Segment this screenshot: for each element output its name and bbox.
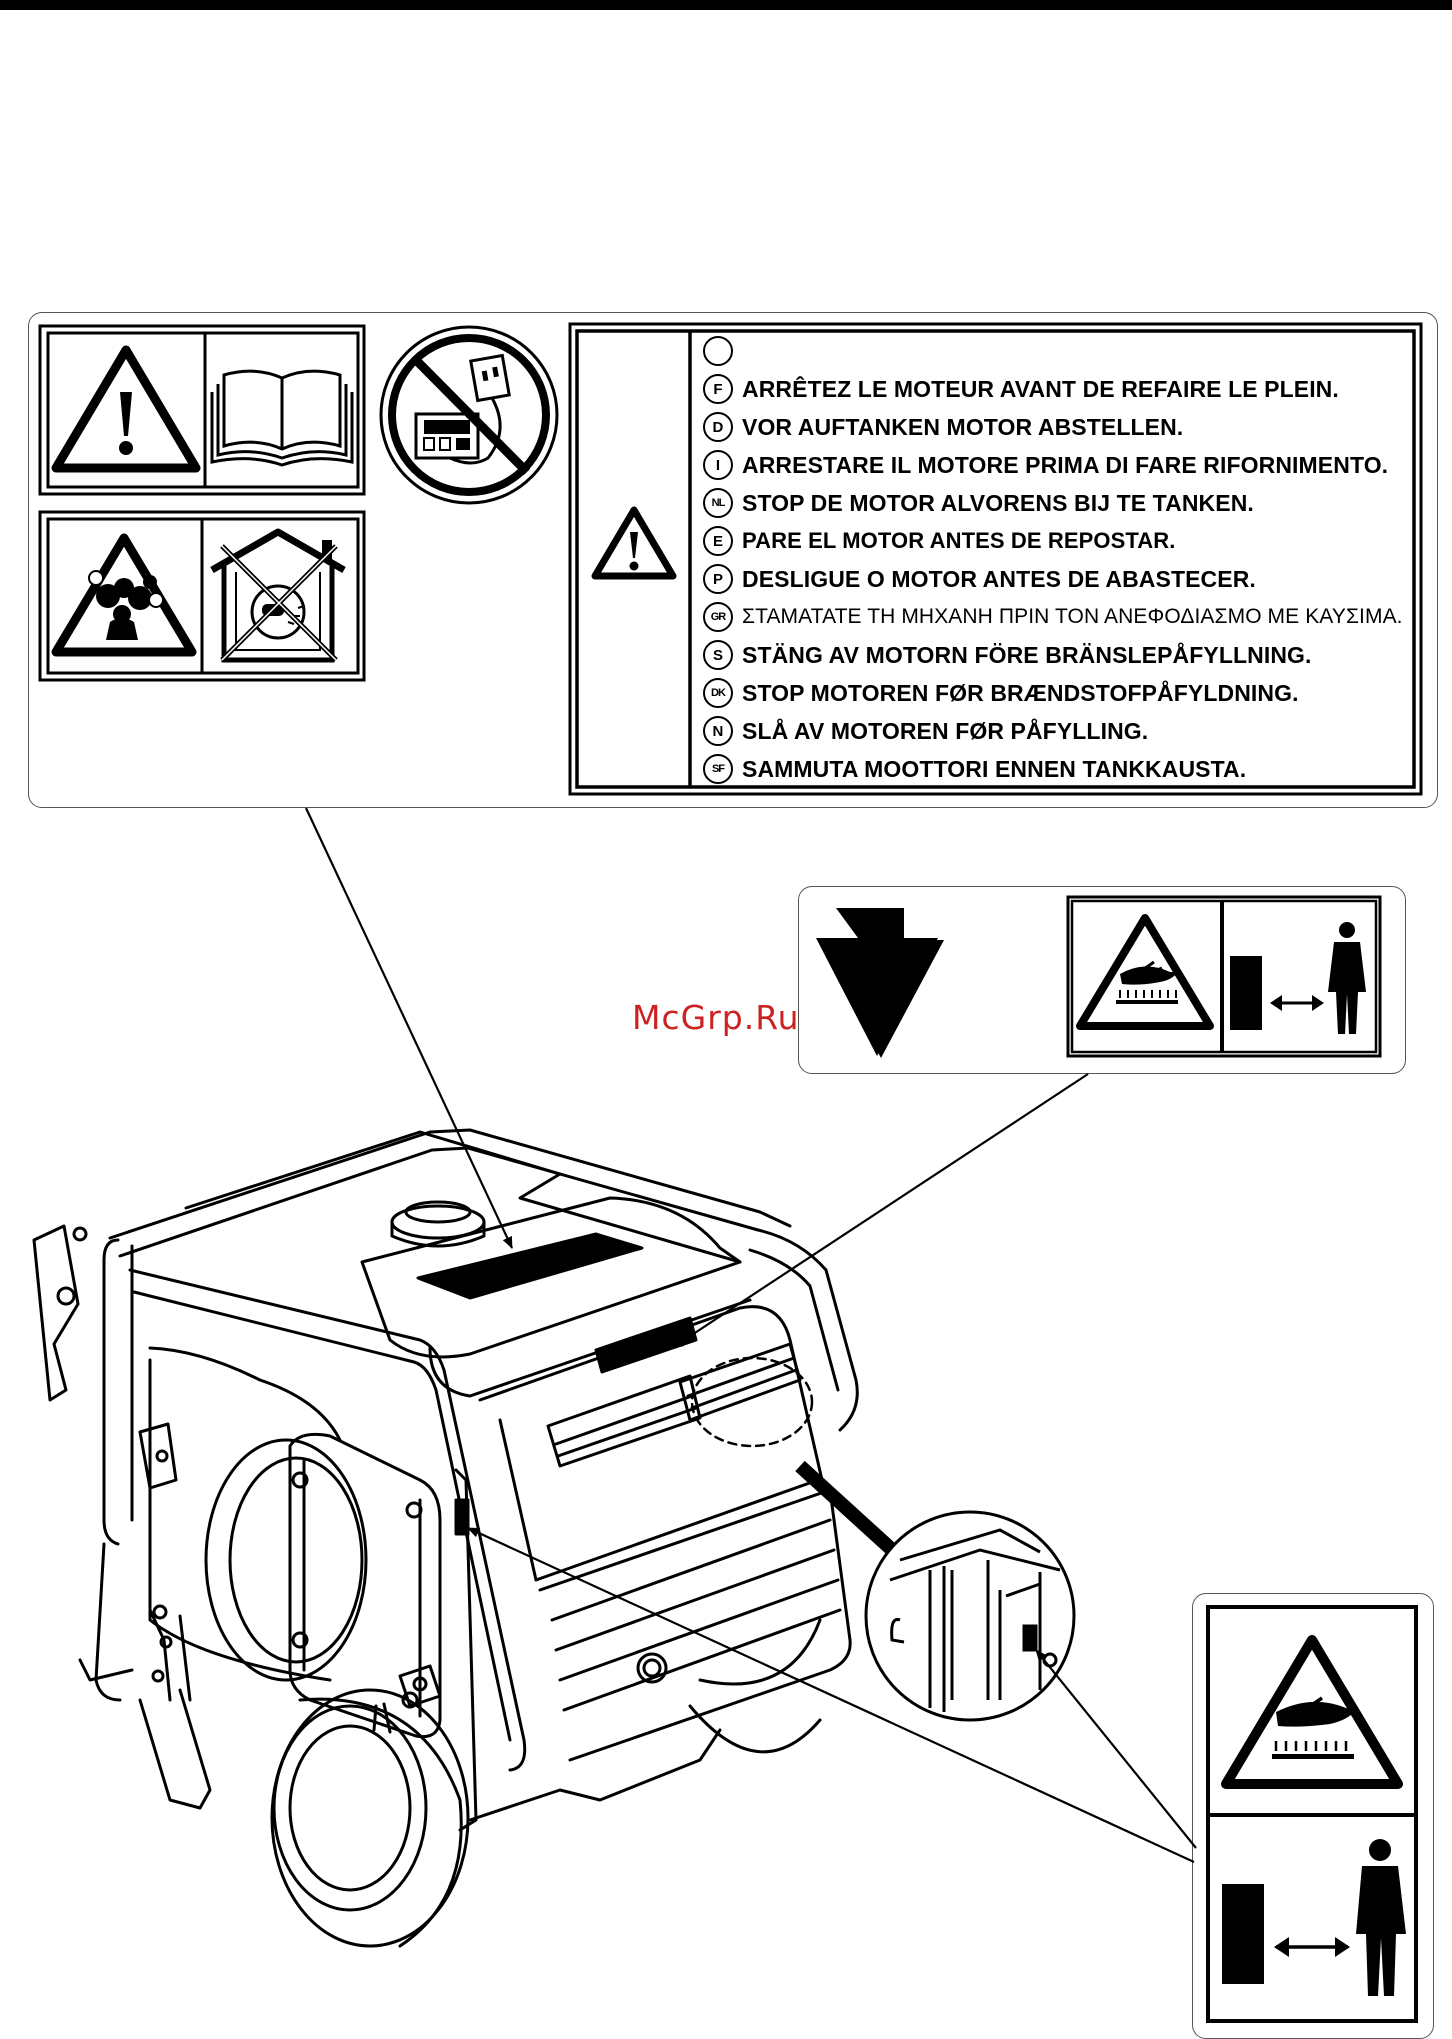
muffler-keep-distance-icon bbox=[1222, 1839, 1406, 1996]
fuel-warning-line: D VOR AUFTANKEN MOTOR ABSTELLEN. bbox=[703, 408, 1403, 446]
fuel-warning-line: P DESLIGUE O MOTOR ANTES DE ABASTECER. bbox=[703, 560, 1403, 598]
no-mains-connection-icon bbox=[379, 325, 559, 505]
fuel-warning-line: GR ΣΤΑΜΑΤΑΤΕ ΤΗ ΜΗΧΑΝΗ ΠΡΙΝ ΤΟΝ ΑΝΕΦΟΔΙΑΣ… bbox=[703, 598, 1403, 636]
fuel-warning-text: SLÅ AV MOTOREN FØR PÅFYLLING. bbox=[742, 717, 1149, 744]
fuel-warning-text: STÄNG AV MOTORN FÖRE BRÄNSLEPÅFYLLNING. bbox=[742, 641, 1312, 668]
fuel-warning-text: STOP MOTOREN FØR BRÆNDSTOFPÅFYLDNING. bbox=[742, 679, 1299, 706]
fuel-warning-triangle-icon bbox=[591, 506, 677, 580]
language-badge: D bbox=[703, 412, 733, 442]
fuel-label-frame bbox=[568, 322, 1423, 796]
fuel-warning-line: SF SAMMUTA MOOTTORI ENNEN TANKKAUSTA. bbox=[703, 750, 1403, 788]
exhaust-gas-hazard-icon bbox=[51, 533, 197, 657]
language-badge: P bbox=[703, 564, 733, 594]
fuel-warning-text-list: F ARRÊTEZ LE MOTEUR AVANT DE REFAIRE LE P… bbox=[703, 332, 1403, 788]
generator-drawing bbox=[32, 1128, 859, 1948]
muffler-hot-surface-icon bbox=[1221, 1635, 1403, 1789]
fuel-warning-text: PARE EL MOTOR ANTES DE REPOSTAR. bbox=[742, 528, 1176, 553]
language-badge: N bbox=[703, 716, 733, 746]
warning-triangle-icon bbox=[51, 345, 201, 473]
fuel-warning-text: ΣΤΑΜΑΤΑΤΕ ΤΗ ΜΗΧΑΝΗ ΠΡΙΝ ΤΟΝ ΑΝΕΦΟΔΙΑΣΜΟ… bbox=[742, 605, 1403, 628]
language-badge: E bbox=[703, 526, 733, 556]
fuel-warning-text: SAMMUTA MOOTTORI ENNEN TANKKAUSTA. bbox=[742, 755, 1247, 782]
language-badge: S bbox=[703, 640, 733, 670]
fuel-warning-line: S STÄNG AV MOTORN FÖRE BRÄNSLEPÅFYLLNING. bbox=[703, 636, 1403, 674]
hot-surface-label-art bbox=[816, 895, 1382, 1058]
no-indoor-use-icon bbox=[210, 528, 346, 663]
hot-surface-icon bbox=[1076, 914, 1214, 1030]
language-badge bbox=[703, 336, 733, 366]
fuel-warning-text: ARRESTARE IL MOTORE PRIMA DI FARE RIFORN… bbox=[742, 451, 1389, 478]
manual-book-icon bbox=[210, 369, 354, 467]
language-badge: SF bbox=[703, 754, 733, 784]
muffler-zoom-detail bbox=[795, 1460, 1076, 1722]
top-rule bbox=[0, 0, 1452, 10]
language-badge: DK bbox=[703, 678, 733, 708]
muffler-label-art bbox=[1206, 1605, 1418, 2023]
fuel-warning-text: VOR AUFTANKEN MOTOR ABSTELLEN. bbox=[742, 413, 1184, 440]
language-badge: F bbox=[703, 374, 733, 404]
watermark-text: McGrp.Ru bbox=[632, 998, 800, 1037]
language-badge: GR bbox=[703, 602, 733, 632]
keep-distance-icon bbox=[1230, 922, 1366, 1034]
language-badge: NL bbox=[703, 488, 733, 518]
fuel-warning-line: I ARRESTARE IL MOTORE PRIMA DI FARE RIFOR… bbox=[703, 446, 1403, 484]
exhaust-indoor-icon-group bbox=[38, 510, 366, 682]
fuel-warning-line: E PARE EL MOTOR ANTES DE REPOSTAR. bbox=[703, 522, 1403, 560]
warning-manual-icon-group bbox=[38, 324, 366, 496]
fuel-warning-line: NL STOP DE MOTOR ALVORENS BIJ TE TANKEN. bbox=[703, 484, 1403, 522]
fuel-warning-line: DK STOP MOTOREN FØR BRÆNDSTOFPÅFYLDNING. bbox=[703, 674, 1403, 712]
fuel-warning-text: DESLIGUE O MOTOR ANTES DE ABASTECER. bbox=[742, 565, 1256, 592]
fuel-warning-text: ARRÊTEZ LE MOTEUR AVANT DE REFAIRE LE PL… bbox=[742, 375, 1339, 402]
fuel-warning-blank-line bbox=[703, 332, 1403, 370]
leader-lines bbox=[305, 807, 1197, 1863]
fuel-warning-text: STOP DE MOTOR ALVORENS BIJ TE TANKEN. bbox=[742, 489, 1254, 516]
language-badge: I bbox=[703, 450, 733, 480]
fuel-warning-line: N SLÅ AV MOTOREN FØR PÅFYLLING. bbox=[703, 712, 1403, 750]
fuel-warning-line: F ARRÊTEZ LE MOTEUR AVANT DE REFAIRE LE P… bbox=[703, 370, 1403, 408]
